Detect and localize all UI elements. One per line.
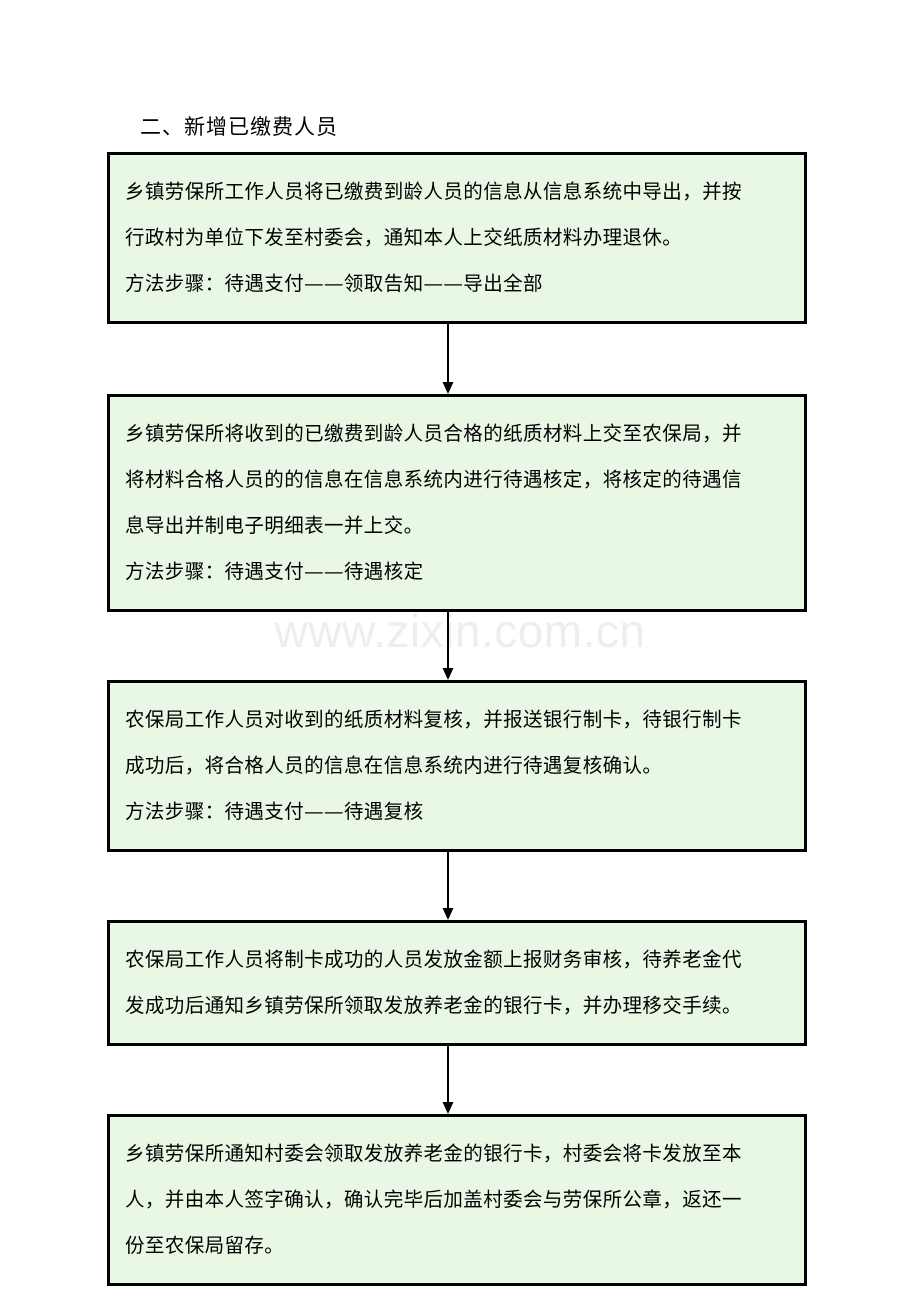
connector-2-3	[107, 612, 807, 680]
process-box-3-line-3: 方法步骤：待遇支付——待遇复核	[125, 800, 424, 823]
process-box-2-line-3: 息导出并制电子明细表一并上交。	[125, 514, 424, 537]
process-box-3: 农保局工作人员对收到的纸质材料复核，并报送银行制卡，待银行制卡成功后，将合格人员…	[107, 680, 807, 852]
process-box-4-line-1: 农保局工作人员将制卡成功的人员发放金额上报财务审核，待养老金代	[125, 948, 742, 971]
process-box-5: 乡镇劳保所通知村委会领取发放养老金的银行卡，村委会将卡发放至本人，并由本人签字确…	[107, 1114, 807, 1286]
down-arrow-icon	[442, 324, 454, 394]
section-heading: 二、新增已缴费人员	[140, 115, 338, 139]
process-box-2-line-2: 将材料合格人员的的信息在信息系统内进行待遇核定，将核定的待遇信	[125, 468, 742, 491]
process-box-2-line-1: 乡镇劳保所将收到的已缴费到龄人员合格的纸质材料上交至农保局，并	[125, 422, 742, 445]
process-box-5-line-3: 份至农保局留存。	[125, 1234, 285, 1257]
process-box-1-line-2: 行政村为单位下发至村委会，通知本人上交纸质材料办理退休。	[125, 226, 683, 249]
connector-4-5	[107, 1046, 807, 1114]
process-box-5-line-2: 人，并由本人签字确认，确认完毕后加盖村委会与劳保所公章，返还一	[125, 1188, 742, 1211]
connector-1-2	[107, 324, 807, 394]
connector-3-4	[107, 852, 807, 920]
down-arrow-icon	[442, 852, 454, 920]
process-box-2: 乡镇劳保所将收到的已缴费到龄人员合格的纸质材料上交至农保局，并将材料合格人员的的…	[107, 394, 807, 612]
flowchart: 乡镇劳保所工作人员将已缴费到龄人员的信息从信息系统中导出，并按行政村为单位下发至…	[107, 152, 807, 1286]
process-box-1-line-3: 方法步骤：待遇支付——领取告知——导出全部	[125, 272, 543, 295]
down-arrow-icon	[442, 1046, 454, 1114]
process-box-1-line-1: 乡镇劳保所工作人员将已缴费到龄人员的信息从信息系统中导出，并按	[125, 180, 742, 203]
process-box-1: 乡镇劳保所工作人员将已缴费到龄人员的信息从信息系统中导出，并按行政村为单位下发至…	[107, 152, 807, 324]
process-box-3-line-2: 成功后，将合格人员的信息在信息系统内进行待遇复核确认。	[125, 754, 663, 777]
process-box-2-line-4: 方法步骤：待遇支付——待遇核定	[125, 560, 424, 583]
process-box-3-line-1: 农保局工作人员对收到的纸质材料复核，并报送银行制卡，待银行制卡	[125, 708, 742, 731]
down-arrow-icon	[442, 612, 454, 680]
process-box-4: 农保局工作人员将制卡成功的人员发放金额上报财务审核，待养老金代发成功后通知乡镇劳…	[107, 920, 807, 1046]
watermark-text: www.zixin.com.cn	[274, 605, 646, 657]
process-box-4-line-2: 发成功后通知乡镇劳保所领取发放养老金的银行卡，并办理移交手续。	[125, 994, 742, 1017]
process-box-5-line-1: 乡镇劳保所通知村委会领取发放养老金的银行卡，村委会将卡发放至本	[125, 1142, 742, 1165]
